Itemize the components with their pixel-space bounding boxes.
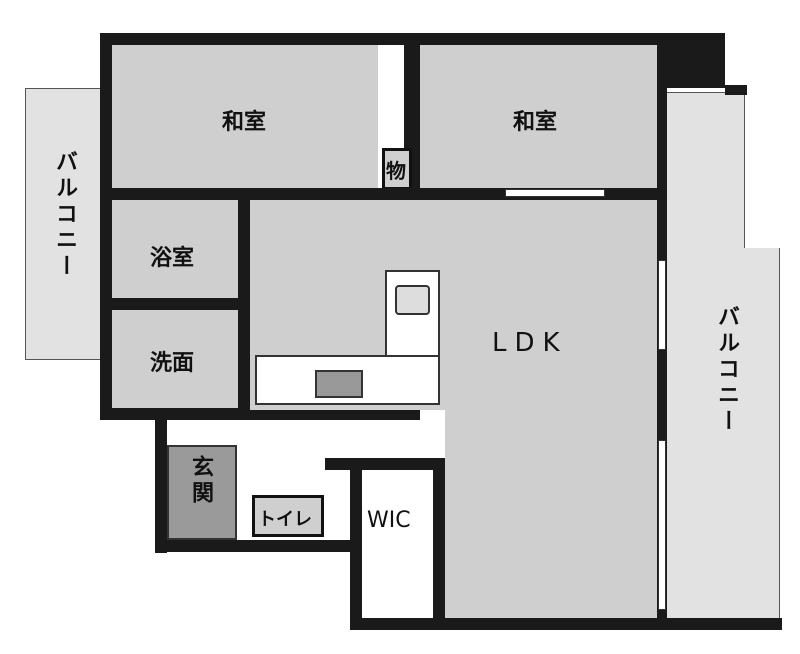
- wall-entrance-bottom: [155, 540, 350, 552]
- wic-area: [362, 470, 433, 618]
- balcony-right-upper: [665, 92, 745, 252]
- stove-icon: [315, 370, 363, 398]
- sink-icon: [395, 285, 430, 315]
- wall-entrance-left: [155, 418, 167, 553]
- wall-wic: [325, 458, 445, 470]
- wall-wic-left: [350, 458, 362, 630]
- balcony-left: [25, 88, 103, 360]
- label-balcony-right: バルコニー: [714, 305, 739, 435]
- window-ldk-right: [658, 260, 666, 350]
- corner-block-right: [655, 33, 725, 88]
- balcony-right: [665, 248, 780, 623]
- label-washitsu-left: 和室: [222, 110, 267, 135]
- label-entrance: 玄関: [188, 455, 213, 507]
- label-toilet: トイレ: [258, 509, 312, 530]
- label-bath: 浴室: [150, 246, 195, 271]
- washroom-area: [112, 310, 238, 410]
- wall-bath: [100, 298, 250, 310]
- label-wic: WIC: [367, 508, 411, 533]
- wall-right-top: [725, 85, 747, 95]
- bath-area: [112, 200, 238, 300]
- wall-left: [100, 90, 112, 420]
- label-washroom: 洗面: [150, 351, 195, 376]
- wall-wic-right: [433, 458, 445, 623]
- wall-bath-right: [238, 200, 250, 410]
- washitsu-right-area: [420, 45, 657, 188]
- window-ldk-right-lower: [658, 440, 666, 610]
- toilet-area: [252, 495, 324, 537]
- wall-washroom-bottom: [100, 408, 420, 420]
- wall-top: [100, 33, 725, 45]
- washitsu-left-area: [112, 45, 378, 188]
- label-balcony-left: バルコニー: [52, 150, 77, 280]
- label-washitsu-right: 和室: [513, 110, 558, 135]
- label-storage: 物: [386, 159, 406, 183]
- entrance-area: [167, 445, 237, 540]
- ldk-lower-area: [445, 410, 657, 618]
- wall-right: [657, 88, 667, 628]
- wall-bottom: [350, 618, 782, 630]
- door-opening: [505, 189, 605, 197]
- label-ldk: LDK: [492, 328, 568, 358]
